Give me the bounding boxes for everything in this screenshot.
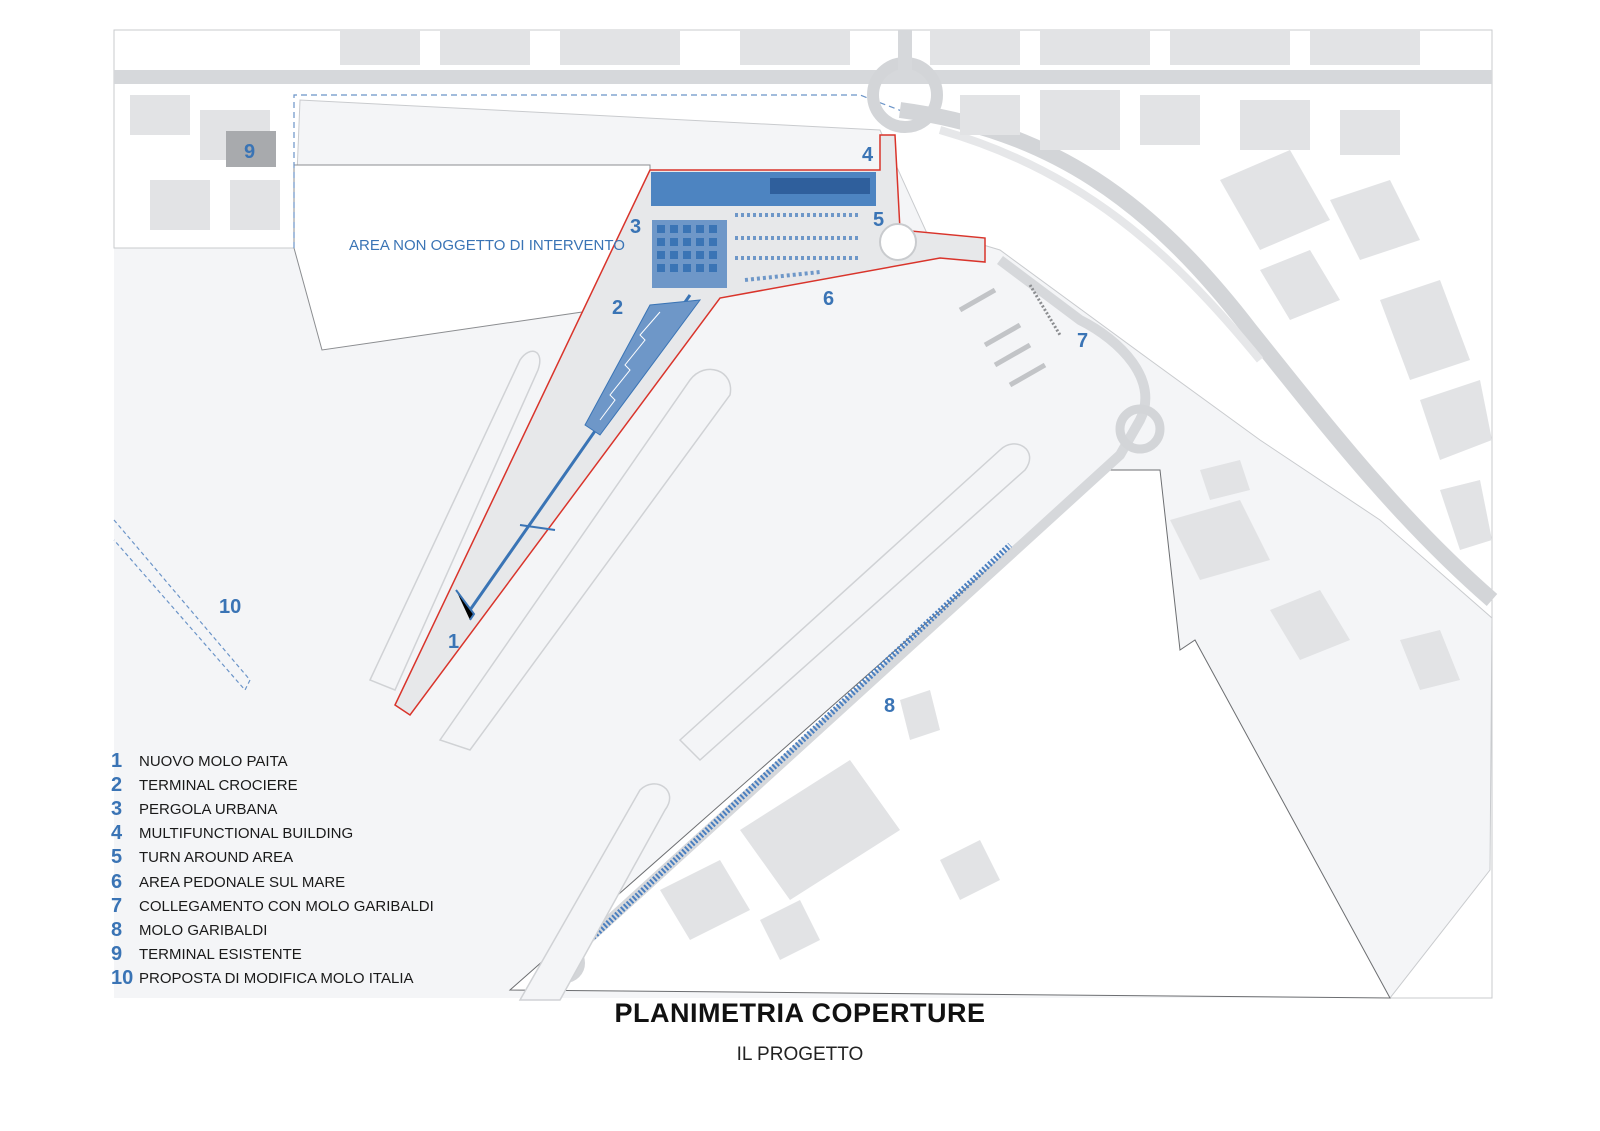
label-6: 6 — [823, 288, 834, 310]
legend-text: AREA PEDONALE SUL MARE — [139, 873, 346, 891]
garibaldi-road — [556, 256, 1151, 969]
label-4: 4 — [862, 144, 874, 166]
area-non-oggetto-label: AREA NON OGGETTO DI INTERVENTO — [349, 237, 625, 254]
molo-garibaldi-buildings — [660, 690, 1000, 960]
label-1: 1 — [448, 631, 459, 653]
legend-num: 4 — [111, 822, 123, 845]
legend-text: PERGOLA URBANA — [139, 800, 278, 818]
legend-num: 8 — [111, 918, 123, 941]
legend-item: 7 COLLEGAMENTO CON MOLO GARIBALDI — [111, 894, 434, 918]
label-9: 9 — [244, 141, 255, 163]
label-2: 2 — [612, 297, 623, 319]
stair-hatch — [1028, 284, 1062, 336]
garibaldi-parking — [587, 542, 1013, 943]
legend-text: TURN AROUND AREA — [139, 849, 294, 867]
label-8: 8 — [884, 695, 895, 717]
legend-item: 3 PERGOLA URBANA — [111, 797, 434, 821]
buildings — [130, 30, 1492, 690]
label-5: 5 — [873, 209, 884, 231]
legend-num: 5 — [111, 846, 123, 869]
legend-num: 10 — [111, 967, 134, 990]
label-3: 3 — [630, 216, 641, 238]
legend-text: COLLEGAMENTO CON MOLO GARIBALDI — [139, 897, 434, 915]
page-title: PLANIMETRIA COPERTURE — [614, 998, 986, 1028]
pier-tick-1 — [455, 589, 476, 621]
turn-around-area — [879, 223, 917, 261]
legend-text: TERMINAL ESISTENTE — [139, 946, 302, 964]
legend-num: 2 — [111, 773, 123, 796]
legend-text: MULTIFUNCTIONAL BUILDING — [139, 825, 354, 843]
road-curve-inner — [938, 126, 1264, 363]
legend-item: 6 AREA PEDONALE SUL MARE — [111, 870, 434, 894]
pergola-urbana — [652, 220, 727, 288]
pier-tick-2 — [519, 524, 556, 531]
roundabout-garibaldi — [1115, 404, 1165, 454]
dashed-boundary — [293, 94, 921, 248]
road-curve — [898, 102, 1498, 607]
legend-item: 4 MULTIFUNCTIONAL BUILDING — [111, 822, 434, 846]
legend-text: NUOVO MOLO PAITA — [139, 752, 288, 770]
road-main — [114, 70, 1492, 84]
legend-item: 5 TURN AROUND AREA — [111, 846, 434, 870]
page-subtitle: IL PROGETTO — [736, 1044, 864, 1065]
label-7: 7 — [1077, 330, 1088, 352]
terminal-parking — [735, 213, 860, 282]
ship-outlines — [368, 350, 1031, 1001]
legend-text: MOLO GARIBALDI — [139, 921, 268, 939]
legend-num: 9 — [111, 943, 123, 966]
legend-num: 1 — [111, 749, 123, 772]
legend-text: PROPOSTA DI MODIFICA MOLO ITALIA — [139, 970, 414, 988]
legend-item: 9 TERMINAL ESISTENTE — [111, 943, 434, 967]
legend-text: TERMINAL CROCIERE — [139, 776, 298, 794]
legend-num: 3 — [111, 797, 123, 820]
legend-item: 10 PROPOSTA DI MODIFICA MOLO ITALIA — [111, 967, 434, 991]
legend-num: 6 — [111, 870, 123, 893]
legend: 1 NUOVO MOLO PAITA 2 TERMINAL CROCIERE 3 PE… — [111, 749, 434, 991]
terminal-truss — [599, 311, 661, 421]
legend-item: 2 TERMINAL CROCIERE — [111, 773, 434, 797]
bus-parking — [958, 287, 1047, 388]
legend-num: 7 — [111, 894, 123, 917]
legend-item: 1 NUOVO MOLO PAITA — [111, 749, 434, 773]
legend-item: 8 MOLO GARIBALDI — [111, 918, 434, 942]
existing-terminal — [226, 131, 276, 167]
label-10: 10 — [219, 596, 241, 618]
